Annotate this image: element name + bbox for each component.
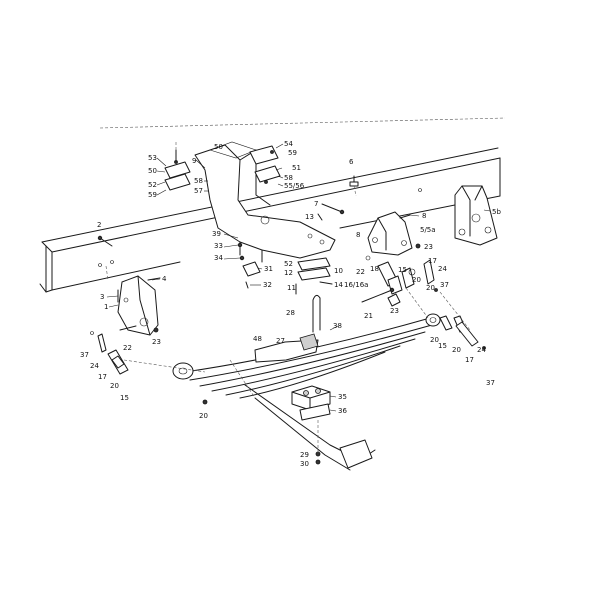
label-55-56: 55/56 (284, 182, 305, 190)
label-5b: 5b (492, 208, 501, 216)
label-35: 35 (338, 393, 347, 401)
label-18: 18 (370, 265, 379, 273)
label-59b: 59 (288, 149, 297, 157)
label-17: 17 (428, 257, 437, 265)
label-1: 1 (104, 303, 108, 311)
label-34: 34 (214, 254, 223, 262)
front-spring-bracket (117, 275, 159, 336)
callout-labels: 53 50 52 59 50 9 58 57 54 59 51 58 55/56… (80, 140, 501, 468)
label-54: 54 (284, 140, 293, 148)
spring-hanger-5a (367, 211, 413, 256)
label-37: 37 (440, 281, 449, 289)
label-20: 20 (412, 276, 421, 284)
label-6: 6 (349, 158, 354, 166)
label-8: 8 (422, 212, 426, 220)
spring-top-pad (254, 294, 321, 363)
label-50b: 50 (214, 143, 223, 151)
label-13: 13 (305, 213, 314, 221)
label-7: 7 (314, 200, 318, 208)
label-51: 51 (292, 164, 301, 172)
label-3: 3 (100, 293, 104, 301)
label-36: 36 (338, 407, 347, 415)
label-37b: 37 (486, 379, 495, 387)
label-20e: 20 (110, 382, 119, 390)
label-8b: 8 (356, 231, 360, 239)
label-17b: 17 (465, 356, 474, 364)
label-15b: 15 (438, 342, 447, 350)
label-22b: 22 (123, 344, 132, 352)
label-2: 2 (97, 221, 101, 229)
label-16-16a: 16/16a (344, 281, 368, 289)
leaf-spring (172, 313, 441, 399)
label-14: 14 (334, 281, 343, 289)
label-58b: 58 (284, 174, 293, 182)
label-20c: 20 (430, 336, 439, 344)
label-12: 12 (284, 269, 293, 277)
label-57: 57 (194, 187, 203, 195)
label-20b: 20 (426, 284, 435, 292)
label-27: 27 (276, 337, 285, 345)
label-52b: 52 (284, 260, 293, 268)
label-59: 59 (148, 191, 157, 199)
label-37c: 37 (80, 351, 89, 359)
label-32: 32 (263, 281, 272, 289)
label-10: 10 (334, 267, 343, 275)
label-30: 30 (300, 460, 309, 468)
label-20f: 20 (199, 412, 208, 420)
label-52: 52 (148, 181, 157, 189)
label-9: 9 (192, 157, 196, 165)
spring-hanger-5b (454, 185, 498, 246)
label-4: 4 (162, 275, 167, 283)
guide-lines (105, 140, 471, 454)
label-33: 33 (214, 242, 223, 250)
label-21: 21 (364, 312, 373, 320)
leader-lines (106, 143, 491, 412)
label-24c: 24 (90, 362, 99, 370)
spring-block (291, 385, 331, 421)
label-39: 39 (212, 230, 221, 238)
label-20d: 20 (452, 346, 461, 354)
label-29: 29 (300, 451, 309, 459)
label-23: 23 (424, 243, 433, 251)
label-48: 48 (253, 335, 262, 343)
bracket-plates (164, 145, 281, 191)
label-15: 15 (398, 266, 407, 274)
axle-arm (229, 359, 376, 471)
label-5-5a: 5/5a (420, 226, 436, 234)
label-15c: 15 (120, 394, 129, 402)
label-23b: 23 (390, 307, 399, 315)
label-22: 22 (356, 268, 365, 276)
hardware (90, 175, 486, 465)
label-24: 24 (438, 265, 447, 273)
label-58: 58 (194, 177, 203, 185)
label-28: 28 (286, 309, 295, 317)
label-23c: 23 (152, 338, 161, 346)
label-17c: 17 (98, 373, 107, 381)
label-24b: 24 (477, 346, 486, 354)
label-50: 50 (148, 167, 157, 175)
label-31: 31 (264, 265, 273, 273)
label-53: 53 (148, 154, 157, 162)
label-11: 11 (287, 284, 296, 292)
